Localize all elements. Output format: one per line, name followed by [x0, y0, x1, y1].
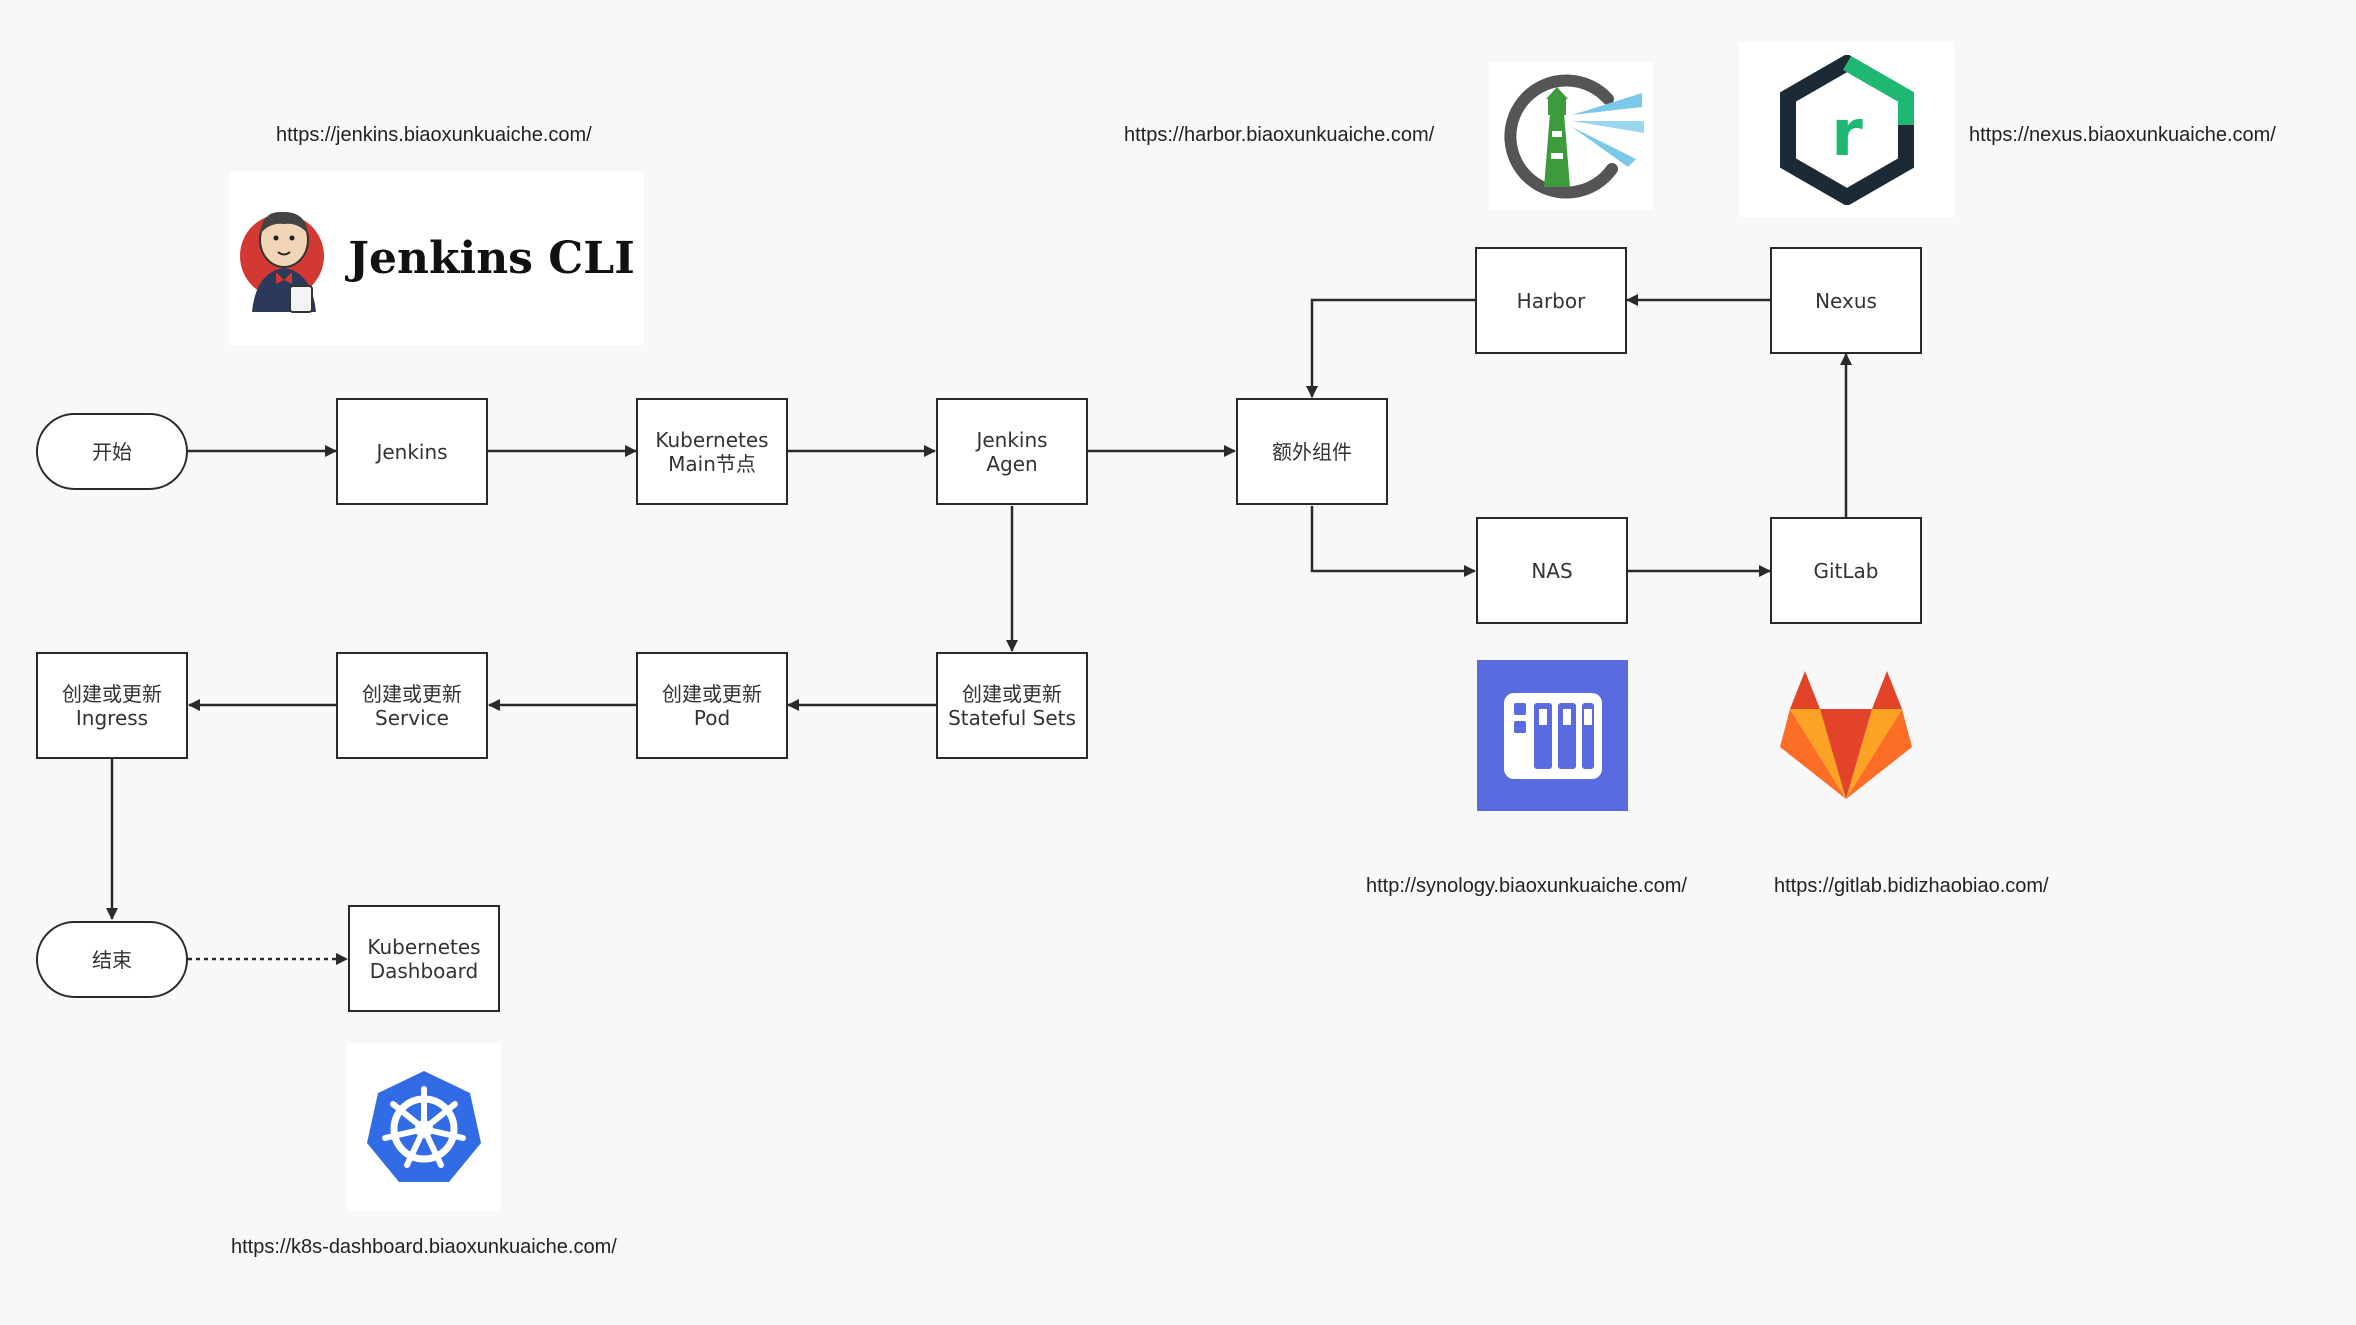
url-harbor[interactable]: https://harbor.biaoxunkuaiche.com/: [1124, 124, 1435, 146]
jenkins-cli-logo-text: Jenkins CLI: [348, 232, 635, 284]
node-harbor: Harbor: [1475, 247, 1627, 354]
node-kubernetes-dashboard: Kubernetes Dashboard: [348, 905, 500, 1012]
url-synology[interactable]: http://synology.biaoxunkuaiche.com/: [1366, 875, 1687, 897]
jenkins-butler-icon: [240, 211, 325, 313]
gitlab-logo: [1770, 660, 1922, 811]
node-ingress: 创建或更新 Ingress: [36, 652, 188, 759]
node-nas: NAS: [1476, 517, 1628, 624]
node-gitlab: GitLab: [1770, 517, 1922, 624]
harbor-logo: [1489, 62, 1653, 210]
node-jenkins: Jenkins: [336, 398, 488, 505]
kubernetes-helm-icon: [366, 1071, 481, 1182]
url-jenkins[interactable]: https://jenkins.biaoxunkuaiche.com/: [276, 124, 592, 146]
gitlab-fox-icon: [1780, 670, 1912, 799]
node-statefulsets: 创建或更新 Stateful Sets: [936, 652, 1088, 759]
harbor-lighthouse-icon: [1504, 74, 1644, 199]
edge-extra-nas: [1310, 506, 1476, 577]
nexus-logo-letter: r: [1831, 97, 1863, 171]
url-k8s-dashboard[interactable]: https://k8s-dashboard.biaoxunkuaiche.com…: [231, 1236, 617, 1258]
synology-logo: [1477, 660, 1628, 811]
node-extra-components: 额外组件: [1236, 398, 1388, 505]
edge-harbor-extra: [1306, 298, 1475, 398]
node-start: 开始: [36, 413, 188, 490]
nexus-hexagon-icon: r: [1779, 54, 1914, 205]
jenkins-cli-logo: Jenkins CLI: [229, 171, 644, 345]
synology-nas-icon: [1503, 692, 1602, 779]
node-pod: 创建或更新 Pod: [636, 652, 788, 759]
url-gitlab[interactable]: https://gitlab.bidizhaobiao.com/: [1774, 875, 2049, 897]
node-kubernetes-main: Kubernetes Main节点: [636, 398, 788, 505]
nexus-logo: r: [1739, 42, 1954, 217]
url-nexus[interactable]: https://nexus.biaoxunkuaiche.com/: [1969, 124, 2276, 146]
node-service: 创建或更新 Service: [336, 652, 488, 759]
node-nexus: Nexus: [1770, 247, 1922, 354]
kubernetes-logo: [346, 1043, 501, 1211]
node-jenkins-agent: Jenkins Agen: [936, 398, 1088, 505]
node-end: 结束: [36, 921, 188, 998]
